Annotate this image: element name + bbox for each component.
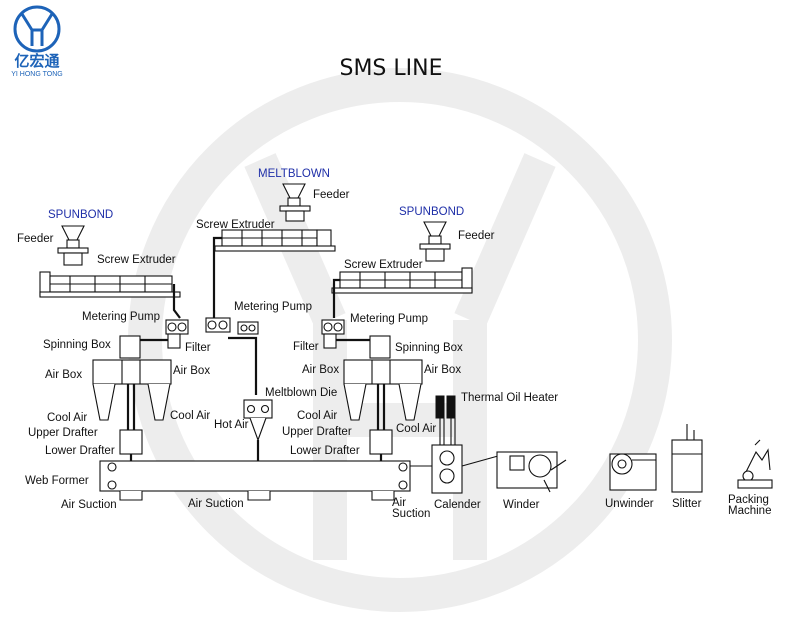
label-winder: Winder [503, 499, 540, 511]
label-spinning-box-left: Spinning Box [43, 339, 111, 351]
label-screw-extruder-meltblown: Screw Extruder [196, 219, 275, 231]
label-air-suction-meltblown: Air Suction [188, 498, 244, 510]
slitter-icon [671, 424, 703, 493]
screw-extruder-meltblown-icon [214, 229, 336, 252]
spinning-box-left-icon [92, 335, 172, 490]
label-cool-air-right-outer: Cool Air [396, 423, 436, 435]
label-lower-drafter-left: Lower Drafter [45, 445, 115, 457]
label-feeder-meltblown: Feeder [313, 189, 350, 201]
section-label-meltblown: MELTBLOWN [258, 168, 330, 180]
spunbond-left-machine [39, 225, 189, 490]
logo-chinese-text: 亿宏通 [14, 52, 59, 70]
label-metering-pump-right: Metering Pump [350, 313, 428, 325]
thermal-oil-heater-icon [435, 395, 456, 445]
label-air-box-left-inner: Air Box [173, 365, 210, 377]
label-filter-left: Filter [185, 342, 211, 354]
feeder-meltblown-icon [279, 183, 311, 222]
label-air-box-right-outer: Air Box [424, 364, 461, 376]
label-cool-air-right-inner: Cool Air [297, 410, 337, 422]
label-suction-right: Suction [392, 508, 430, 520]
section-label-spunbond-right: SPUNBOND [399, 206, 464, 218]
metering-pump-meltblown-icon [205, 317, 259, 335]
label-slitter: Slitter [672, 498, 702, 510]
label-metering-pump-left: Metering Pump [82, 311, 160, 323]
label-cool-air-left-outer: Cool Air [47, 412, 87, 424]
label-machine: Machine [728, 505, 771, 517]
label-feeder-right: Feeder [458, 230, 495, 242]
spunbond-right-machine [321, 221, 473, 490]
screw-extruder-left-icon [39, 271, 181, 298]
label-filter-right: Filter [293, 341, 319, 353]
spinning-box-right-icon [343, 335, 423, 490]
label-upper-drafter-left: Upper Drafter [28, 427, 98, 439]
label-lower-drafter-right: Lower Drafter [290, 445, 360, 457]
feeder-right-icon [419, 221, 451, 262]
label-air-right: Air [392, 497, 406, 509]
web-former-conveyor [99, 460, 435, 501]
label-calender: Calender [434, 499, 481, 511]
label-feeder-left: Feeder [17, 233, 54, 245]
label-metering-pump-meltblown: Metering Pump [234, 301, 312, 313]
label-air-box-right-inner: Air Box [302, 364, 339, 376]
label-hot-air: Hot Air [214, 419, 249, 431]
label-air-box-left-outer: Air Box [45, 369, 82, 381]
label-cool-air-left-inner: Cool Air [170, 410, 210, 422]
logo-english-text: YI HONG TONG [11, 71, 62, 78]
label-spinning-box-right: Spinning Box [395, 342, 463, 354]
unwinder-icon [609, 453, 657, 491]
company-logo: 亿宏通 YI HONG TONG [11, 5, 63, 78]
metering-pump-left-icon [165, 319, 189, 349]
screw-extruder-right-icon [331, 267, 473, 294]
label-unwinder: Unwinder [605, 498, 654, 510]
label-web-former: Web Former [25, 475, 89, 487]
label-packing: Packing [728, 494, 769, 506]
label-screw-extruder-left: Screw Extruder [97, 254, 176, 266]
label-air-suction-left: Air Suction [61, 499, 117, 511]
winder-icon [496, 451, 567, 493]
section-label-spunbond-left: SPUNBOND [48, 209, 113, 221]
label-screw-extruder-right: Screw Extruder [344, 259, 423, 271]
page-title: SMS LINE [339, 56, 442, 81]
label-thermal-oil-heater: Thermal Oil Heater [461, 392, 558, 404]
label-meltblown-die: Meltblown Die [265, 387, 337, 399]
feeder-left-icon [57, 225, 89, 266]
packing-machine-icon [737, 439, 773, 489]
label-upper-drafter-right: Upper Drafter [282, 426, 352, 438]
calender-icon [431, 444, 499, 494]
